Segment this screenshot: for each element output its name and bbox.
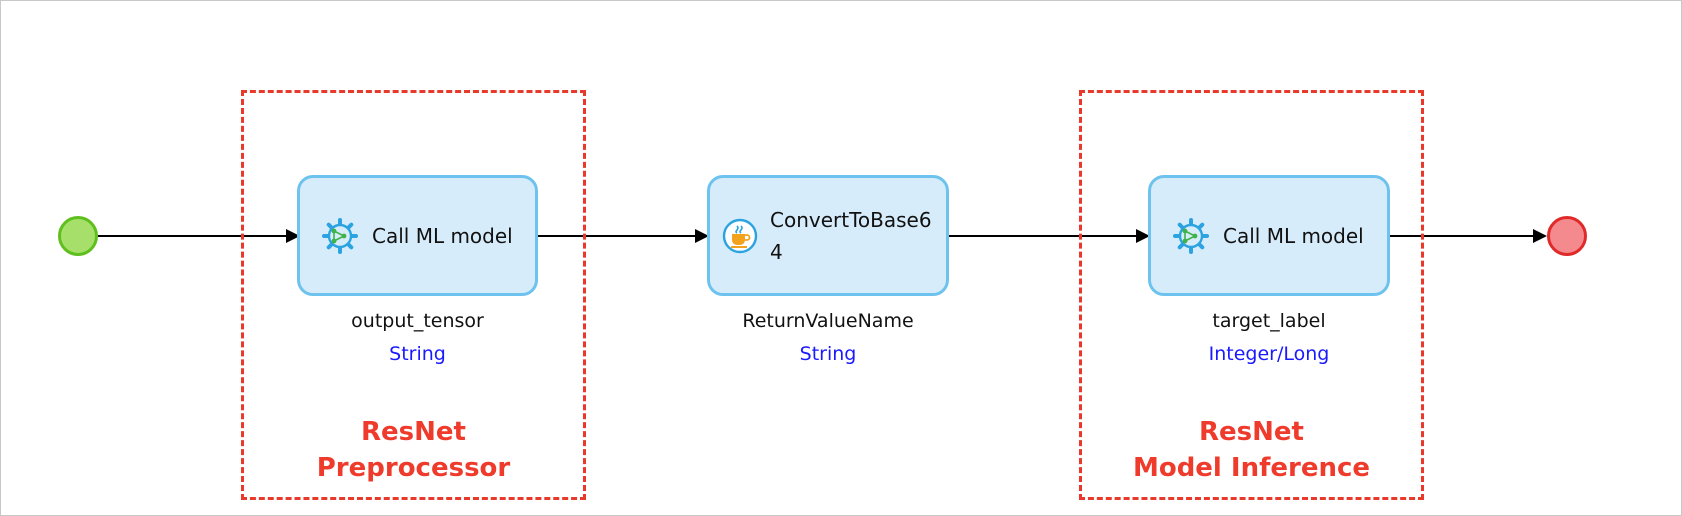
group-label-line1: ResNet [1199, 417, 1304, 447]
start-event[interactable] [58, 216, 98, 256]
output-variable-type: String [799, 343, 857, 365]
group-label-model-inference: ResNet Model Inference [1079, 414, 1424, 486]
group-label-preprocessor: ResNet Preprocessor [241, 414, 586, 486]
activity-label: ConvertToBase64 [770, 208, 932, 264]
activity-label: Call ML model [372, 224, 513, 248]
output-variable-name: output_tensor [351, 310, 484, 332]
activity-label: Call ML model [1223, 224, 1364, 248]
output-variable-type: Integer/Long [1208, 343, 1330, 365]
group-label-line2: Model Inference [1132, 453, 1371, 483]
output-variable-name: ReturnValueName [742, 310, 914, 332]
activity-call-ml-model-inference[interactable]: Call ML model [1148, 175, 1390, 296]
group-box-model-inference [1079, 90, 1424, 500]
group-label-line2: Preprocessor [316, 453, 511, 483]
ml-model-gear-icon [1173, 218, 1209, 254]
output-variable-name: target_label [1212, 310, 1326, 332]
activity-call-ml-model-preprocess[interactable]: Call ML model [297, 175, 538, 296]
output-variable-type: String [389, 343, 446, 365]
group-label-line1: ResNet [361, 417, 466, 447]
group-box-preprocessor [241, 90, 586, 500]
activity-convert-to-base64[interactable]: ConvertToBase64 [707, 175, 949, 296]
end-event[interactable] [1547, 216, 1587, 256]
java-action-cup-icon [722, 218, 758, 254]
ml-model-gear-icon [322, 218, 358, 254]
